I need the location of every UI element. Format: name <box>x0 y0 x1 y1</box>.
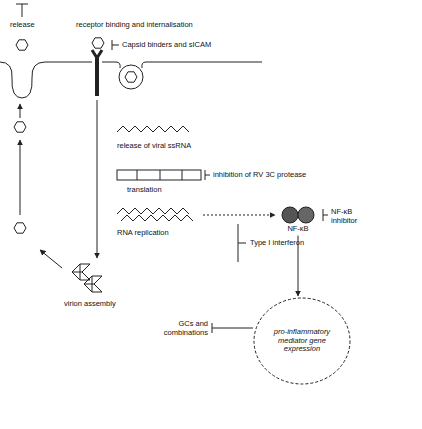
pathway-arrow <box>20 140 21 215</box>
inhibition-bar <box>16 4 28 5</box>
pathway-arrow <box>20 104 21 118</box>
activation-arrow <box>203 215 275 216</box>
annotation-label: inhibition of RV 3C protease <box>213 171 306 180</box>
virus-particle <box>14 122 26 132</box>
transcription-factor: NF-κB <box>276 205 320 234</box>
annotation-label: translation <box>127 186 162 195</box>
viral-ssrna <box>117 126 189 132</box>
endosome <box>119 65 143 89</box>
rna-strand <box>117 208 189 214</box>
gene-expression-circle: pro-inflammatory mediator gene expressio… <box>252 296 352 386</box>
inhibition-bar <box>22 4 23 17</box>
annotation-label: RNA replication <box>117 229 169 238</box>
nfkb-symbol <box>276 205 320 225</box>
polyprotein <box>117 170 201 180</box>
node-label: NF-κB <box>276 225 320 234</box>
receptor <box>95 58 99 96</box>
virus-particle <box>16 40 28 50</box>
cell-membrane <box>0 62 92 98</box>
node-label: pro-inflammatory mediator gene expressio… <box>270 328 334 354</box>
annotation-label: GCs and combinations <box>150 320 208 337</box>
cell-membrane <box>102 62 120 68</box>
virus-particle <box>14 223 26 233</box>
pathway-arrow <box>97 100 98 258</box>
annotation-label: Type I interferon <box>250 239 304 248</box>
annotation-label: Capsid binders and sICAM <box>122 41 211 50</box>
virus-particle <box>92 38 104 48</box>
annotation-label: release of viral ssRNA <box>117 142 191 151</box>
annotation-label: release <box>10 21 35 30</box>
virion <box>72 264 90 280</box>
receptor <box>92 50 102 58</box>
annotation-label: receptor binding and internalisation <box>76 21 193 30</box>
pathway-arrow <box>40 250 62 268</box>
cell-membrane <box>142 62 262 68</box>
rna-strand <box>121 215 193 221</box>
annotation-label: NF-κB inhibitor <box>331 208 371 225</box>
annotation-label: virion assembly <box>64 300 116 309</box>
virus-particle <box>125 72 137 82</box>
virion <box>84 276 102 292</box>
